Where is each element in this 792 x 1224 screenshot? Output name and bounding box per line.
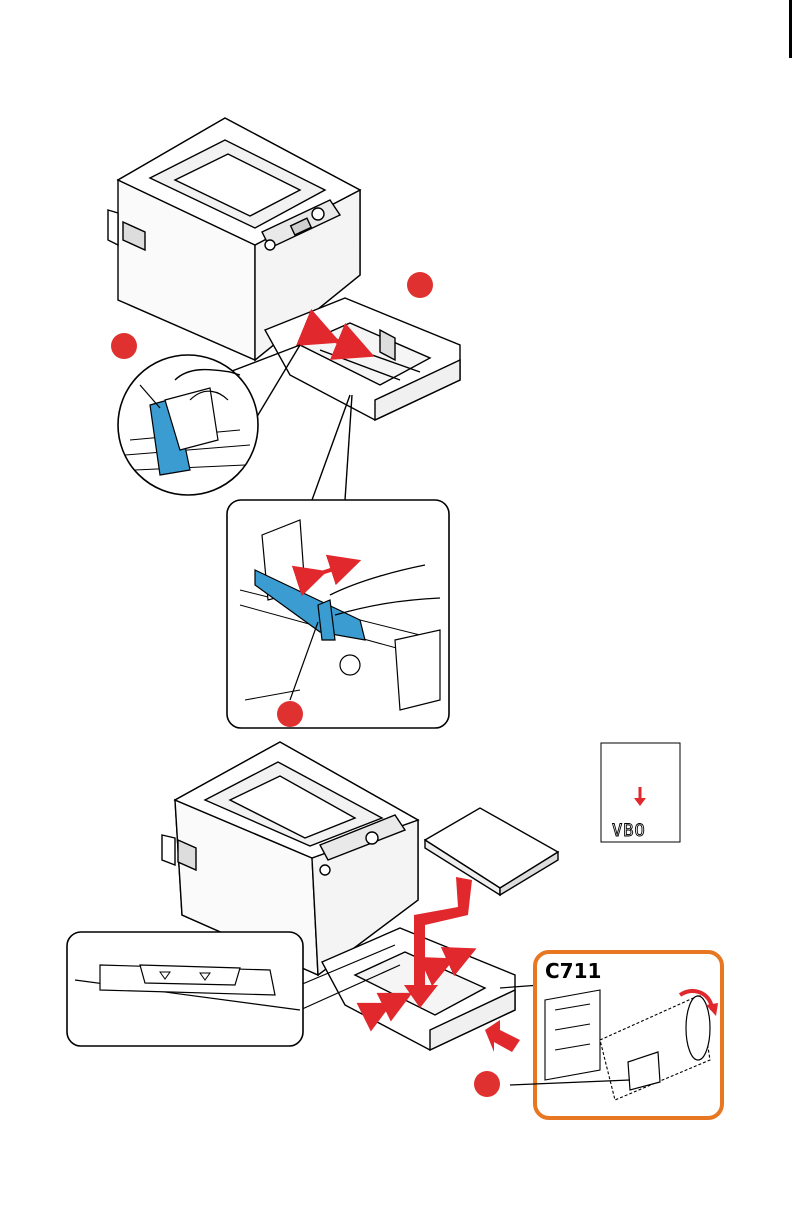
callout-dot [277, 701, 303, 727]
paper-orientation-sample: VBO [601, 743, 680, 842]
callout-dot [474, 1071, 500, 1097]
callout-dot [407, 272, 433, 298]
callout-dot [111, 333, 137, 359]
rear-guide-inset [227, 500, 449, 728]
c711-inset: C711 [500, 952, 722, 1118]
model-label: C711 [545, 959, 601, 983]
magnified-guide-circle [118, 345, 300, 495]
paper-sample-text: VBO [612, 821, 646, 841]
